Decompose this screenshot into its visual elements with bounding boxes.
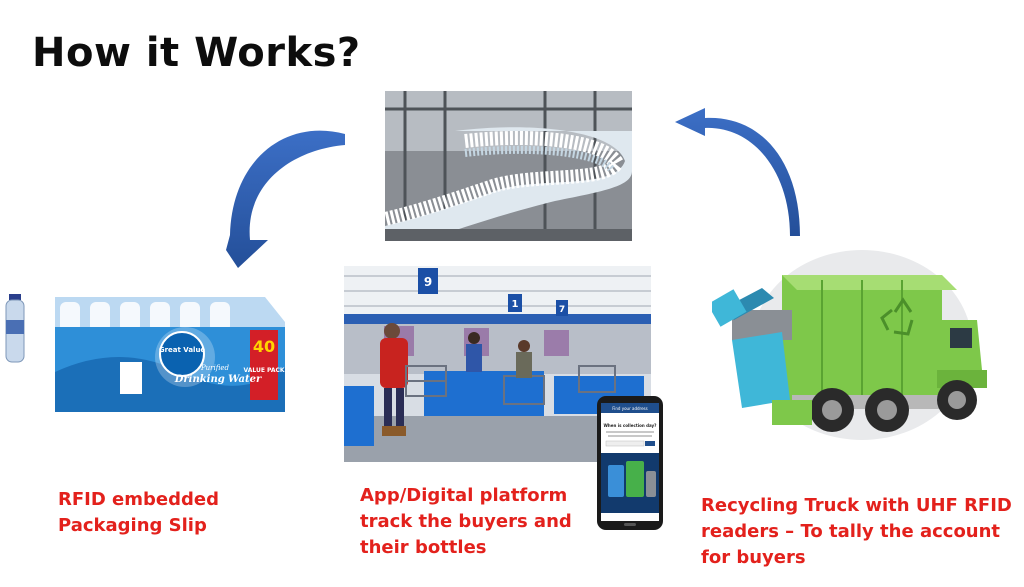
blue-bin-icon bbox=[712, 288, 790, 408]
recycle-bins-icon bbox=[608, 461, 656, 497]
app-header-label: Find your address bbox=[612, 406, 647, 411]
shopper-figure bbox=[380, 323, 408, 436]
package-subtitle-label: Purified bbox=[200, 364, 230, 372]
package-product-label: Drinking Water bbox=[174, 374, 262, 385]
step-caption-packaging: RFID embedded Packaging Slip bbox=[58, 489, 219, 536]
arrow-curved-icon bbox=[226, 130, 345, 268]
truck-wheel bbox=[865, 388, 909, 432]
recycling-truck-photo bbox=[712, 250, 990, 450]
lane-sign: 1 bbox=[512, 299, 519, 310]
lane-sign: 7 bbox=[559, 305, 565, 315]
truck-wheel bbox=[937, 380, 977, 420]
factory-conveyor-photo bbox=[385, 91, 632, 241]
pack-count-label: 40 bbox=[253, 337, 275, 356]
slide-title: How it Works? bbox=[32, 30, 361, 76]
step-caption-truck: Recycling Truck with UHF RFID readers – … bbox=[701, 495, 1012, 568]
phone-app-mockup[interactable]: Find your address When is collection day… bbox=[596, 395, 664, 531]
truck-wheel bbox=[810, 388, 854, 432]
arrow-curved-icon bbox=[675, 108, 800, 236]
value-pack-badge: VALUE PACK bbox=[243, 367, 284, 374]
lane-sign: 9 bbox=[424, 275, 432, 289]
step-caption-app: App/Digital platform track the buyers an… bbox=[360, 485, 572, 558]
single-bottle-icon bbox=[5, 294, 25, 363]
recycle-icon bbox=[880, 297, 914, 336]
app-question-label: When is collection day? bbox=[604, 423, 658, 428]
water-bottle-pack-photo: 40 VALUE PACK Great Value Purified Drink… bbox=[0, 272, 290, 422]
package-brand-label: Great Value bbox=[159, 346, 206, 354]
